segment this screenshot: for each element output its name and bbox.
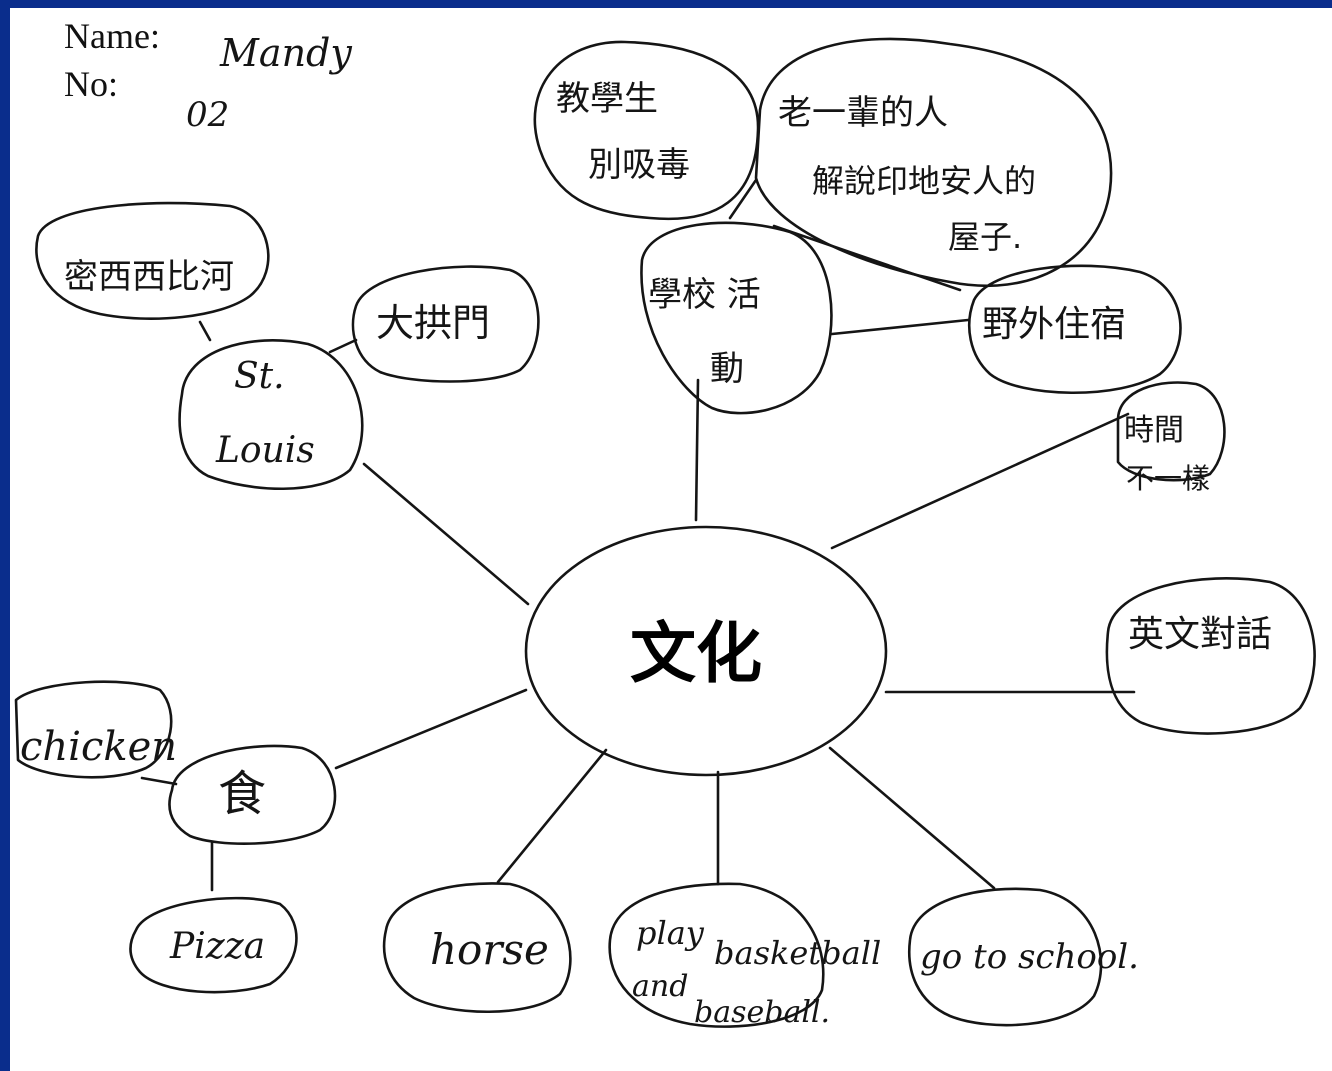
name-value: Mandy [219,31,352,75]
line-food-chicken [140,776,178,786]
teacher-outline [533,40,760,221]
bubble-teacher: 教學生 別吸毒 [533,40,760,221]
arch-outline [351,265,540,383]
sports-line3: and [632,969,688,1004]
bubble-stlouis: St. Louis [178,339,364,491]
elders-line1: 老一輩的人 [778,93,948,133]
line-center-time [830,412,1130,550]
stlouis-line2: Louis [215,430,315,471]
school-line2: 動 [710,349,744,389]
center-ellipse [524,525,888,777]
bubble-mississippi: 密西西比河 [35,201,270,320]
bubble-sports: play basketball and baseball. [608,882,881,1030]
sports-line1: play [636,914,705,952]
pizza-label: Pizza [169,926,265,967]
bubble-chicken: chicken [14,680,177,779]
center-label: 文化 [630,615,762,692]
elders-line3: 屋子. [948,218,1022,256]
school-line1: 學校 活 [648,275,761,315]
teacher-line2: 別吸毒 [588,145,690,185]
time-line2: 不一樣 [1126,462,1210,495]
sports-outline [608,882,825,1028]
school-outline [640,221,833,415]
bubble-goschool: go to school. [907,887,1139,1027]
bubble-horse: horse [382,882,572,1014]
mississippi-label: 密西西比河 [64,257,234,297]
bubble-camping: 野外住宿 [967,264,1182,395]
mississippi-outline [35,201,270,320]
elders-line2: 解說印地安人的 [812,162,1036,200]
goschool-outline [907,887,1103,1027]
center-bubble: 文化 [524,525,888,777]
no-label: No: [64,64,118,104]
camping-outline [967,264,1182,395]
line-center-stlouis [362,462,530,606]
chicken-label: chicken [20,724,177,770]
arch-label: 大拱門 [376,301,490,345]
teacher-line1: 教學生 [556,79,658,119]
chicken-outline [14,680,173,779]
connector-lines [140,178,1136,892]
line-stlouis-mississippi [198,320,212,342]
line-school-elders [772,224,962,292]
line-center-school [694,378,700,522]
bubble-food: 食 [168,744,337,846]
bubble-english: 英文對話 [1105,577,1316,735]
line-center-food [334,688,528,770]
food-outline [168,744,337,846]
name-label: Name: [64,16,160,56]
english-outline [1105,577,1316,735]
line-school-teacher [728,178,758,220]
line-center-horse [496,748,608,884]
english-label: 英文對話 [1128,614,1272,655]
camping-label: 野外住宿 [982,304,1126,345]
stlouis-line1: St. [234,356,285,397]
bubble-elders: 老一輩的人 解說印地安人的 屋子. [754,37,1113,287]
line-stlouis-arch [328,338,358,354]
horse-outline [382,882,572,1014]
sports-line4: baseball. [694,995,830,1030]
time-outline [1116,381,1226,482]
line-school-camping [830,318,970,336]
food-label: 食 [218,766,266,822]
line-center-goschool [828,746,996,890]
pizza-outline [129,896,298,994]
horse-label: horse [430,925,549,974]
no-value: 02 [186,95,229,135]
stlouis-outline [178,339,364,491]
bubble-pizza: Pizza [129,896,298,994]
sports-line2: basketball [714,934,881,972]
time-line1: 時間 [1124,413,1184,448]
elders-outline [754,37,1113,287]
goschool-label: go to school. [920,937,1139,977]
bubble-time: 時間 不一樣 [1116,381,1226,495]
bubble-school: 學校 活 動 [640,221,833,415]
bubble-arch: 大拱門 [351,265,540,383]
